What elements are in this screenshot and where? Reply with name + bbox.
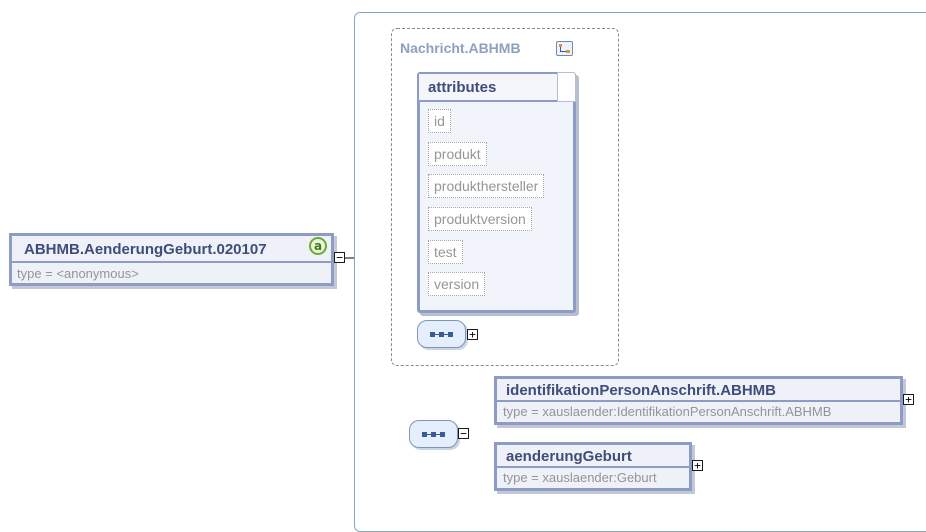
- element-name: identifikationPersonAnschrift.ABHMB: [506, 382, 777, 399]
- sequence-icon: [430, 331, 453, 337]
- root-element-divider: [12, 261, 331, 263]
- sequence-icon: [422, 431, 445, 437]
- element-divider: [497, 400, 900, 402]
- attribute-item-produkt[interactable]: produkt: [428, 142, 487, 166]
- group-frame: [391, 28, 619, 366]
- sequence-collapse-toggle[interactable]: −: [458, 428, 469, 439]
- root-collapse-toggle[interactable]: −: [334, 252, 345, 263]
- group-title[interactable]: Nachricht.ABHMB: [400, 40, 521, 56]
- element-type: type = xauslaender:IdentifikationPersonA…: [503, 404, 832, 419]
- attribute-badge-icon: a: [309, 237, 327, 255]
- element-divider: [497, 466, 689, 468]
- root-element-name: ABHMB.AenderungGeburt.020107: [24, 241, 267, 258]
- element-identifikation-person-anschrift[interactable]: identifikationPersonAnschrift.ABHMB type…: [494, 376, 903, 425]
- element-name: aenderungGeburt: [506, 448, 632, 465]
- attributes-title: attributes: [428, 79, 497, 96]
- group-link-icon[interactable]: [556, 41, 573, 56]
- attributes-header: [419, 74, 557, 102]
- attribute-item-version[interactable]: version: [428, 272, 486, 296]
- element-expand-toggle[interactable]: +: [903, 394, 914, 405]
- attribute-item-id[interactable]: id: [428, 109, 451, 133]
- root-element-type: type = <anonymous>: [17, 266, 139, 281]
- element-expand-toggle[interactable]: +: [692, 460, 703, 471]
- sequence-compositor[interactable]: [409, 420, 458, 448]
- attribute-item-produktversion[interactable]: produktversion: [428, 207, 532, 231]
- root-element-box[interactable]: ABHMB.AenderungGeburt.020107 type = <ano…: [9, 233, 334, 286]
- group-sequence-compositor[interactable]: [417, 320, 466, 348]
- attribute-item-test[interactable]: test: [428, 240, 463, 264]
- group-sequence-expand-toggle[interactable]: +: [467, 329, 478, 340]
- attributes-header-tab: [557, 72, 576, 102]
- element-aenderung-geburt[interactable]: aenderungGeburt type = xauslaender:Gebur…: [494, 442, 692, 491]
- attribute-item-produkthersteller[interactable]: produkthersteller: [428, 174, 545, 198]
- element-type: type = xauslaender:Geburt: [503, 470, 657, 485]
